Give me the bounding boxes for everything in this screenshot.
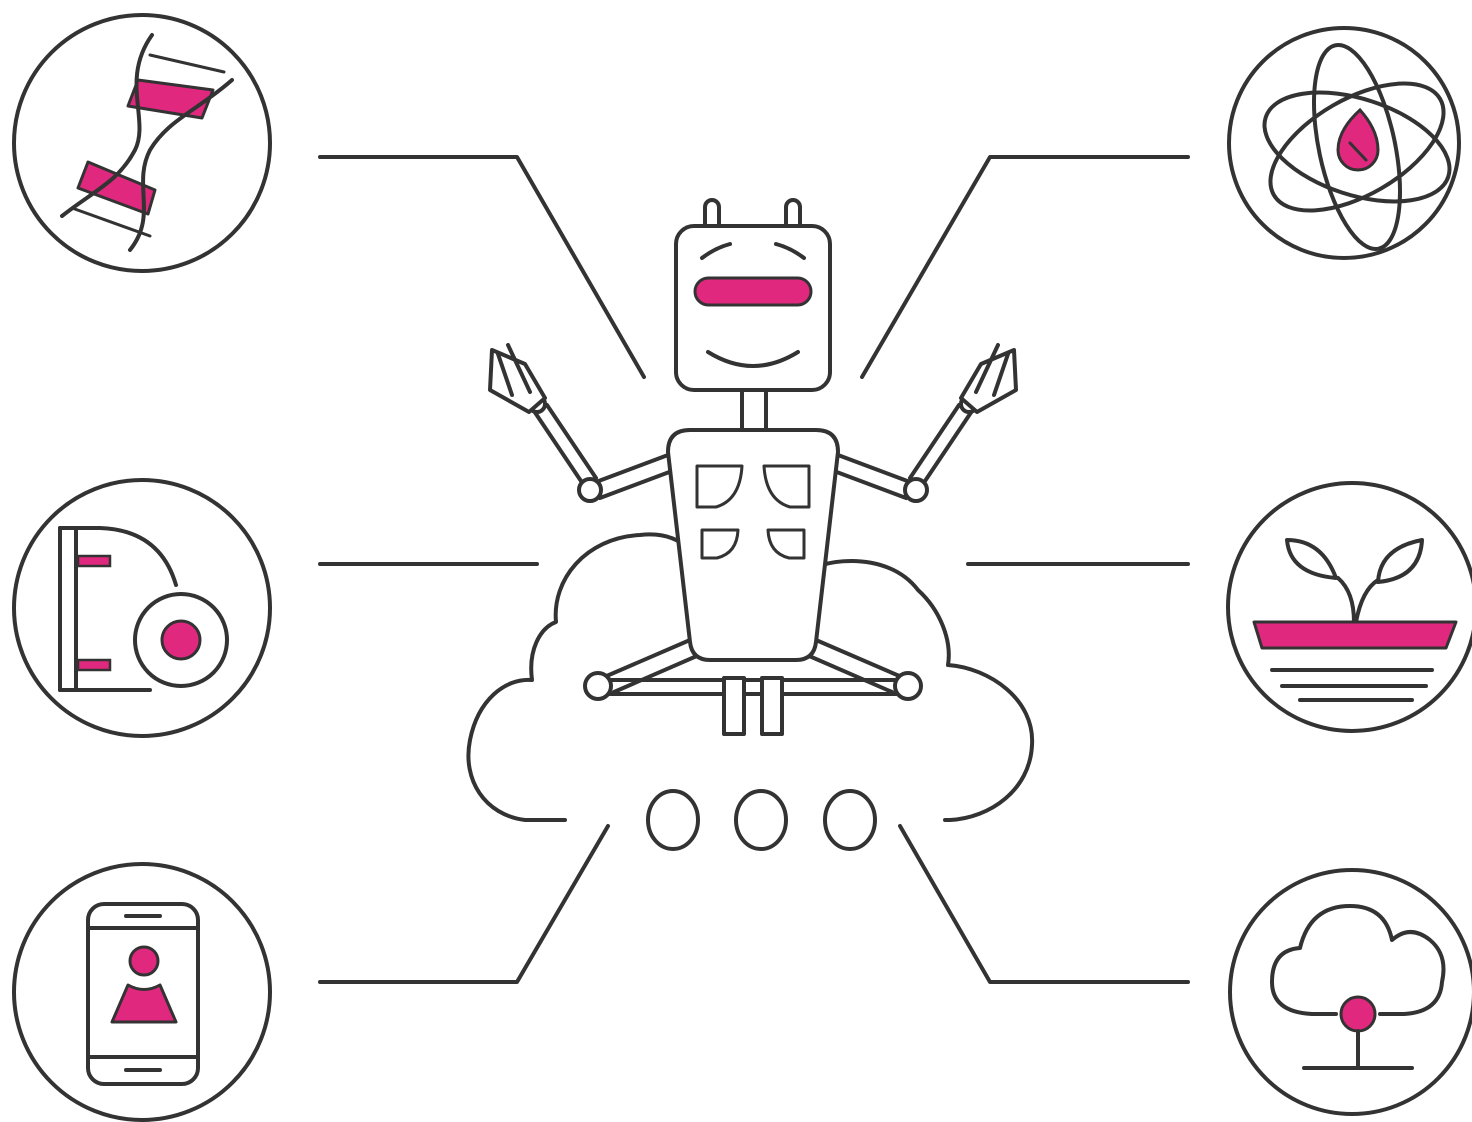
connector-top-right — [862, 157, 1188, 377]
robot-antenna-right — [786, 200, 800, 226]
robot-arm-right — [834, 345, 1016, 501]
robot-visor — [695, 278, 811, 305]
connector-bottom-left — [320, 826, 608, 982]
sprout-icon — [1228, 483, 1472, 731]
connector-top-left — [320, 157, 644, 377]
smartphone-user-icon — [14, 864, 270, 1120]
dna-icon — [14, 15, 270, 271]
connector-bottom-right — [900, 826, 1188, 982]
robot-body — [668, 430, 838, 660]
robot-arm-left — [490, 345, 672, 501]
microscope-icon — [14, 480, 270, 736]
atom-icon — [1229, 28, 1464, 258]
robot — [490, 200, 1016, 734]
ellipsis-dots-icon — [648, 791, 875, 849]
robot-knee-left — [585, 673, 611, 699]
robot-knee-right — [895, 673, 921, 699]
robot-antenna-left — [705, 200, 719, 226]
cloud-network-icon — [1230, 870, 1472, 1114]
